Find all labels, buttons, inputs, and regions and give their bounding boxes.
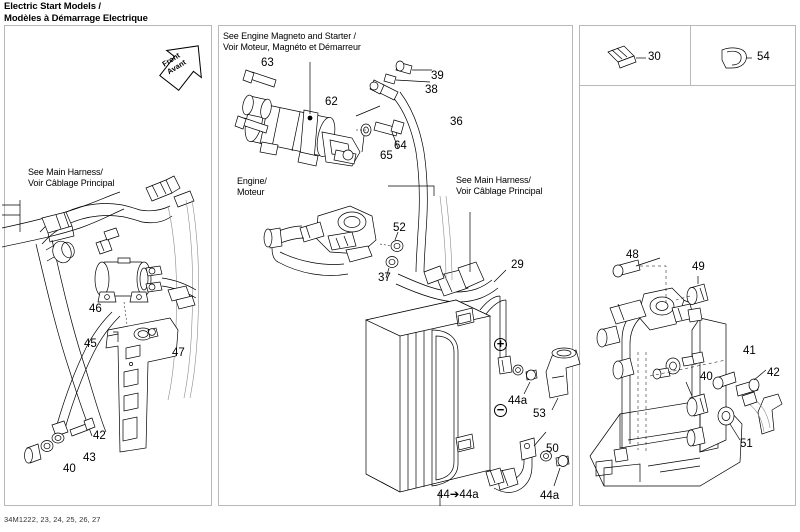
callout-50: 50 [546,443,559,455]
front-avant-marker: Front Avant [158,38,210,90]
callout-52: 52 [393,222,406,234]
battery-tray-panel [579,25,796,506]
callout-44a-top: 44a [508,395,528,407]
note-engine-magneto-starter: See Engine Magneto and Starter / Voir Mo… [223,31,361,52]
battery-negative-terminal: − [494,403,507,417]
callout-54: 54 [757,51,770,63]
callout-42-left: 42 [93,430,106,442]
note-main-harness-left: See Main Harness/ Voir Câblage Principal [28,167,115,188]
callout-40-right: 40 [700,371,713,383]
callout-30: 30 [648,51,661,63]
page-title: Electric Start Models / Modèles à Démarr… [4,1,148,24]
callout-38: 38 [425,84,438,96]
callout-49: 49 [692,261,705,273]
callout-63: 63 [261,57,274,69]
panel-divider-vertical [690,25,691,85]
callout-45: 45 [84,338,97,350]
panel-divider-horizontal [579,85,796,86]
callout-37: 37 [378,272,391,284]
callout-46: 46 [89,303,102,315]
callout-44-to-44a: 44➔44a [437,489,479,501]
callout-64: 64 [394,140,407,152]
callout-40-left: 40 [63,463,76,475]
callout-48: 48 [626,249,639,261]
callout-29: 29 [511,259,524,271]
note-engine-moteur: Engine/ Moteur [237,176,267,197]
callout-65: 65 [380,150,393,162]
note-main-harness-center: See Main Harness/ Voir Câblage Principal [456,175,543,196]
document-footer-code: 34M1222, 23, 24, 25, 26, 27 [4,515,101,524]
front-avant-label: Front Avant [160,50,188,76]
callout-39: 39 [431,70,444,82]
callout-41: 41 [743,345,756,357]
callout-47: 47 [172,347,185,359]
solenoid-harness-panel [4,25,212,506]
callout-36: 36 [450,116,463,128]
callout-53: 53 [533,408,546,420]
callout-43: 43 [83,452,96,464]
battery-positive-terminal: + [494,337,507,351]
callout-62: 62 [325,96,338,108]
callout-44a-bottom: 44a [540,490,560,502]
callout-42-right: 42 [767,367,780,379]
callout-51: 51 [740,438,753,450]
